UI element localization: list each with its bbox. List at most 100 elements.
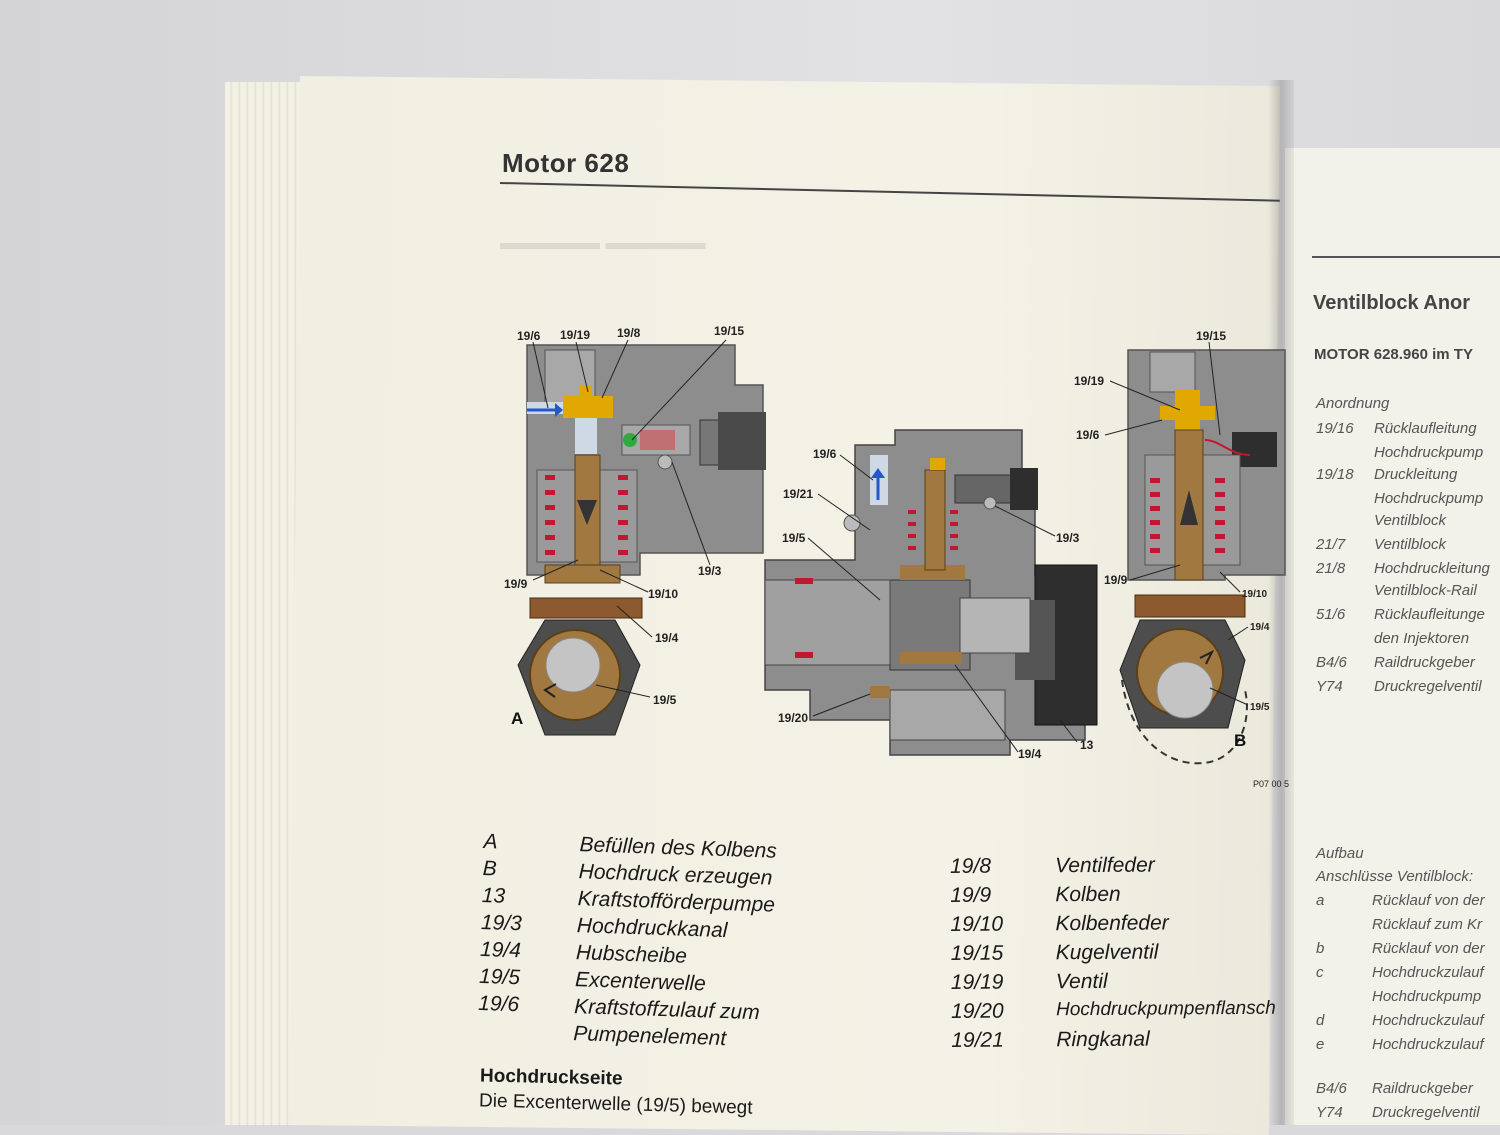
rp-desc: Raildruckgeber xyxy=(1372,1080,1473,1097)
rp-code: e xyxy=(1316,1036,1325,1053)
rp-code: Y74 xyxy=(1316,678,1343,695)
callout-19-6-c: 19/6 xyxy=(813,447,837,461)
pump-view-b xyxy=(1119,349,1286,765)
callout-19-21-c: 19/21 xyxy=(783,487,813,501)
rp-code: b xyxy=(1316,940,1325,957)
legend-code: B xyxy=(482,856,498,881)
callout-19-10-a: 19/10 xyxy=(648,587,678,601)
rp-desc: Hochdruckleitung xyxy=(1374,560,1490,577)
callout-19-15-a: 19/15 xyxy=(714,324,744,338)
rp-desc: Hochdruckpump xyxy=(1372,988,1482,1005)
legend-desc: Kolbenfeder xyxy=(1055,911,1169,936)
legend-left: A Befüllen des Kolbens B Hochdruck erzeuge… xyxy=(476,830,813,1071)
rp-desc: Hochdruckzulauf xyxy=(1372,1012,1484,1029)
legend-desc: Hochdruckpumpenflansch xyxy=(1056,997,1276,1021)
legend-code: 19/15 xyxy=(950,941,1004,965)
figure-code: P07 00 5 xyxy=(1253,779,1289,789)
callout-19-4-b: 19/4 xyxy=(1250,622,1270,633)
pump-view-center xyxy=(764,429,1098,756)
page-title: Motor 628 xyxy=(502,148,630,178)
view-label-b: B xyxy=(1234,731,1246,750)
legend-code: A xyxy=(483,830,499,854)
legend-desc: Hubscheibe xyxy=(575,941,688,968)
legend-desc: Kraftstoffzulauf zum xyxy=(573,995,761,1025)
rp-desc: den Injektoren xyxy=(1374,630,1470,647)
callout-19-10-b: 19/10 xyxy=(1242,589,1267,600)
callout-19-20-c: 19/20 xyxy=(778,711,808,725)
legend-code: 19/6 xyxy=(477,991,520,1017)
legend-desc: Ventilfeder xyxy=(1054,853,1155,878)
rp-code: a xyxy=(1316,892,1325,909)
right-page-title: Ventilblock Anor xyxy=(1313,292,1471,314)
legend-code: 19/8 xyxy=(950,854,992,878)
callout-13-c: 13 xyxy=(1080,738,1094,752)
rp-desc: Hochdruckzulauf xyxy=(1372,964,1484,981)
legend-desc: Kraftstofförderpumpe xyxy=(577,887,776,917)
callout-19-19-b: 19/19 xyxy=(1074,374,1104,388)
callout-19-4-c: 19/4 xyxy=(1018,747,1042,761)
rp-desc: Rücklauf von der xyxy=(1372,940,1485,957)
rp-code: 19/18 xyxy=(1316,466,1354,483)
legend-desc: Pumpenelement xyxy=(572,1022,727,1051)
callout-19-3-a: 19/3 xyxy=(698,564,722,578)
right-page-heading-aufbau: Aufbau xyxy=(1316,845,1364,862)
legend-desc: Befüllen des Kolbens xyxy=(579,833,778,863)
legend-code: 13 xyxy=(481,883,506,908)
rp-desc: Raildruckgeber xyxy=(1374,654,1475,671)
rp-desc: Druckleitung xyxy=(1374,466,1458,483)
callout-19-4-a: 19/4 xyxy=(655,631,679,645)
callout-19-8-a: 19/8 xyxy=(617,326,641,340)
legend-code: 19/10 xyxy=(950,912,1004,936)
rp-desc: Ventilblock xyxy=(1374,512,1446,529)
legend-code: 19/4 xyxy=(479,937,522,963)
book-gutter xyxy=(1268,80,1294,1125)
rp-desc: Hochdruckpump xyxy=(1374,444,1484,461)
callout-19-9-a: 19/9 xyxy=(504,577,528,591)
rp-code: 51/6 xyxy=(1316,606,1346,623)
callout-labels: 19/6 19/19 19/8 19/15 19/3 19/9 19/10 19… xyxy=(504,324,1289,789)
callout-19-5-b: 19/5 xyxy=(1250,702,1270,713)
rp-code: B4/6 xyxy=(1316,1080,1347,1097)
legend-code: 19/19 xyxy=(950,970,1004,994)
rp-code: B4/6 xyxy=(1316,654,1347,671)
callout-19-5-c: 19/5 xyxy=(782,531,806,545)
legend-code: 19/5 xyxy=(478,964,521,990)
legend-code: 19/21 xyxy=(951,1028,1004,1052)
rp-desc: Druckregelventil xyxy=(1374,678,1482,695)
rp-desc: Ventilblock xyxy=(1374,536,1446,553)
book-page-right xyxy=(1285,148,1500,1125)
rp-code: Y74 xyxy=(1316,1104,1343,1121)
rp-desc: Hochdruckzulauf xyxy=(1372,1036,1484,1053)
callout-19-3-c: 19/3 xyxy=(1056,531,1080,545)
legend-desc: Kugelventil xyxy=(1055,940,1159,965)
rp-code: 19/16 xyxy=(1316,420,1354,437)
rp-code: 21/8 xyxy=(1316,560,1346,577)
legend-desc: Excenterwelle xyxy=(574,968,707,996)
rp-desc: Rücklaufleitunge xyxy=(1374,606,1485,623)
callout-19-9-b: 19/9 xyxy=(1104,573,1128,587)
callout-19-6-b: 19/6 xyxy=(1076,428,1100,442)
legend-desc: Hochdruck erzeugen xyxy=(578,860,773,890)
right-page-subtitle: MOTOR 628.960 im TY xyxy=(1314,346,1473,363)
callout-19-6-a: 19/6 xyxy=(517,329,541,343)
rp-desc: Rücklauf zum Kr xyxy=(1372,916,1483,933)
rp-desc: Rücklaufleitung xyxy=(1374,420,1477,437)
show-through-print: ▬▬▬▬▬ ▬▬▬▬▬ xyxy=(500,232,706,254)
legend-code: 19/3 xyxy=(480,910,523,936)
view-label-a: A xyxy=(511,709,523,728)
callout-19-5-a: 19/5 xyxy=(653,693,677,707)
legend-desc: Ringkanal xyxy=(1056,1027,1150,1052)
pump-view-a xyxy=(517,344,766,736)
right-page-rule xyxy=(1312,256,1500,258)
right-page-heading-anordnung: Anordnung xyxy=(1316,395,1390,412)
right-page-list: 19/16 Rücklaufleitung Hochdruckpump 19/18… xyxy=(1316,420,1490,702)
legend-desc: Ventil xyxy=(1055,969,1108,994)
legend-code: 19/9 xyxy=(950,883,992,907)
callout-19-19-a: 19/19 xyxy=(560,328,590,342)
legend-desc: Hochdruckkanal xyxy=(576,914,728,943)
rp-desc: Rücklauf von der xyxy=(1372,892,1485,909)
callout-19-15-b: 19/15 xyxy=(1196,329,1226,343)
